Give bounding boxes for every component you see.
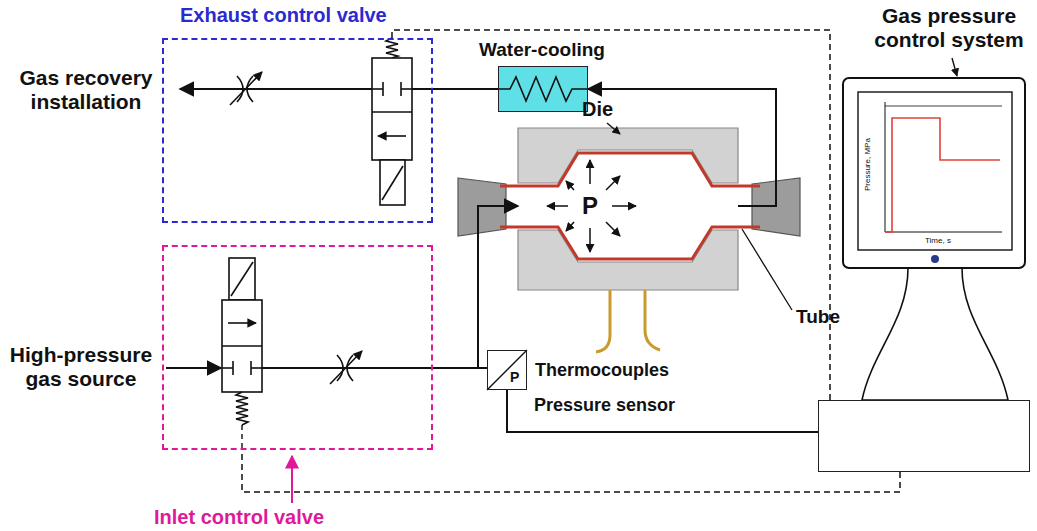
chart-gridline [885,106,1002,107]
blocked-port [382,82,384,96]
valve-divider [222,345,262,347]
adjust-arrow [230,72,262,105]
signal-line [241,425,242,450]
controller-box: Gas pressure control system [818,400,1030,472]
cooling-coil [498,77,588,101]
pressure-symbol: P [582,192,598,220]
blocked-port [372,88,383,90]
gas-pipe [507,390,818,432]
axis-title: Time, s [925,236,951,245]
tube-wall [500,153,760,186]
pointer-arrow [291,456,293,503]
valve-divider [372,111,412,113]
blocked-port [251,367,262,369]
valve-group-box: Exhaust control valve [162,38,433,223]
gas-pipe [433,88,498,90]
gas-pipe [433,367,487,369]
leader-line [742,229,792,310]
throttle-arc [237,76,243,102]
exhaust-valve-symbol [372,38,412,205]
pressure-arrow [566,222,574,231]
sensor-symbol: P [510,369,519,385]
chart-axis [885,102,886,232]
sensor-mark [487,350,527,390]
group-heading: Exhaust control valve [180,4,387,27]
valve-spring [236,392,248,425]
valve-group-box: Inlet control valve [162,245,433,450]
gas-outlet-label: Gas recovery installation [0,66,172,114]
pressure-arrows [547,160,636,252]
part-label: Thermocouples [535,360,669,381]
solenoid [229,258,255,300]
part-label: Tube [796,306,840,328]
solenoid-mark [382,166,403,200]
solenoid [380,160,405,205]
gas-pipe [433,206,518,368]
part-name: Pressure sensor [534,395,675,416]
monitor-button [931,255,939,263]
valve-spring [386,38,398,58]
gas-source-label: High-pressure gas source [0,343,162,391]
pressure-arrow [612,205,636,207]
outlet-arrow [180,88,372,90]
throttle-arc [337,355,343,381]
chart-axis [885,232,1002,233]
throttle-arc [247,76,253,102]
gas-pipe [588,89,776,206]
flow-arrow [378,135,406,137]
inlet-arrow [166,367,221,369]
blocked-port [250,361,252,375]
pressure-arrow [566,181,574,190]
leader-arrow [607,123,620,134]
blocked-port [401,88,412,90]
pressure-curve [885,118,1000,232]
throttle-symbol [330,351,362,384]
adjust-arrow [330,351,362,384]
pressure-arrow [589,228,591,252]
blocked-port [232,361,234,375]
part-name: Die [582,98,613,121]
monitor-frame [843,78,1025,268]
cooler-box: Water-cooling [498,66,588,112]
monitor-stand [862,268,1008,400]
pressure-arrow [606,176,620,190]
blocked-port [222,367,233,369]
group-heading: Inlet control valve [154,506,324,529]
flow-arrow [228,322,256,324]
signal-line [242,450,900,492]
pipe [412,88,433,90]
thermocouple-wire [645,290,660,350]
inlet-valve-symbol [222,258,262,450]
pressure-arrow [589,160,591,184]
solenoid-mark [231,262,253,296]
blocked-port [400,82,402,96]
signal-line [392,30,830,400]
throttle-symbol [230,72,262,105]
pressure-arrow [547,205,568,207]
pressure-arrow [606,222,620,236]
axis-title: Pressure, MPa [863,133,872,197]
monitor-screen [858,92,1012,250]
valve-body [372,58,412,160]
cooler-fill [498,66,588,112]
thermocouple-wire [596,290,610,352]
throttle-arc [347,355,353,381]
pressure-sensor: PPressure sensor [487,350,527,390]
valve-body [222,300,262,392]
die-block: DieP [518,128,738,290]
part-name: Water-cooling [477,39,607,61]
system-name: Gas pressure control system [864,4,1034,52]
leader-arrow [952,58,957,76]
tube-wall [500,227,760,259]
